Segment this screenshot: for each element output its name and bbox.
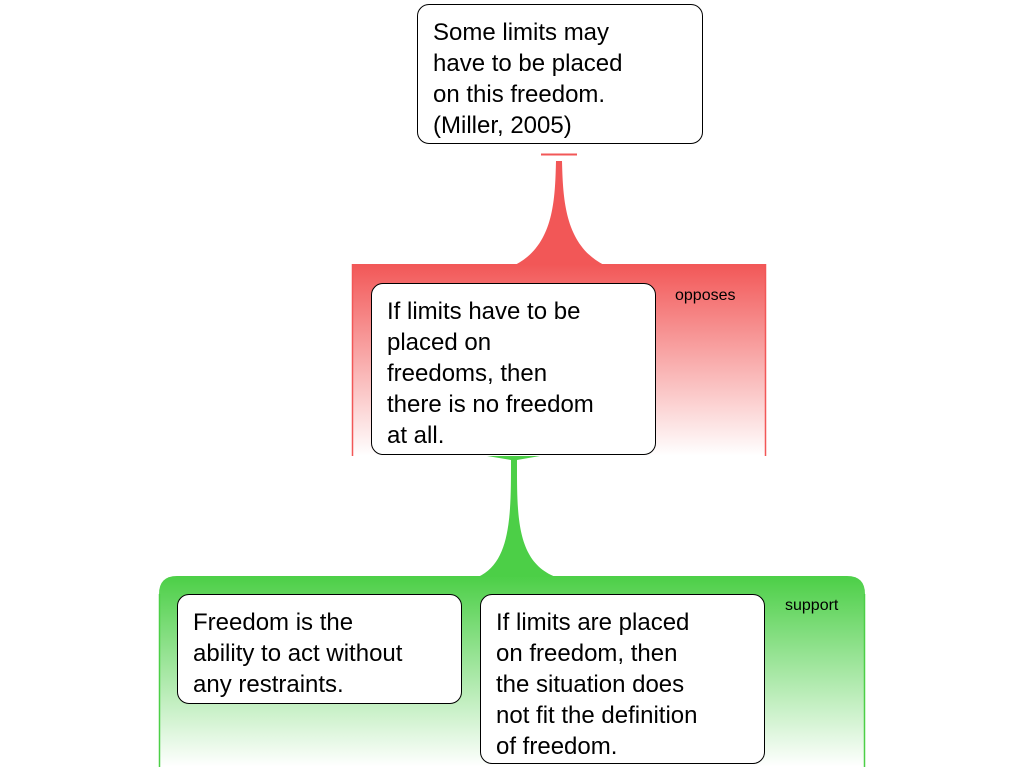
support-label: support (785, 597, 839, 614)
support-premise-node-1[interactable]: Freedom is the ability to act without an… (177, 594, 462, 704)
opposes-label: opposes (675, 287, 736, 304)
support-premise-node-2[interactable]: If limits are placed on freedom, then th… (480, 594, 765, 764)
support-connector (478, 456, 556, 577)
objection-node[interactable]: If limits have to be placed on freedoms,… (371, 283, 656, 455)
opposes-connector (515, 161, 604, 265)
claim-node[interactable]: Some limits may have to be placed on thi… (417, 4, 703, 144)
